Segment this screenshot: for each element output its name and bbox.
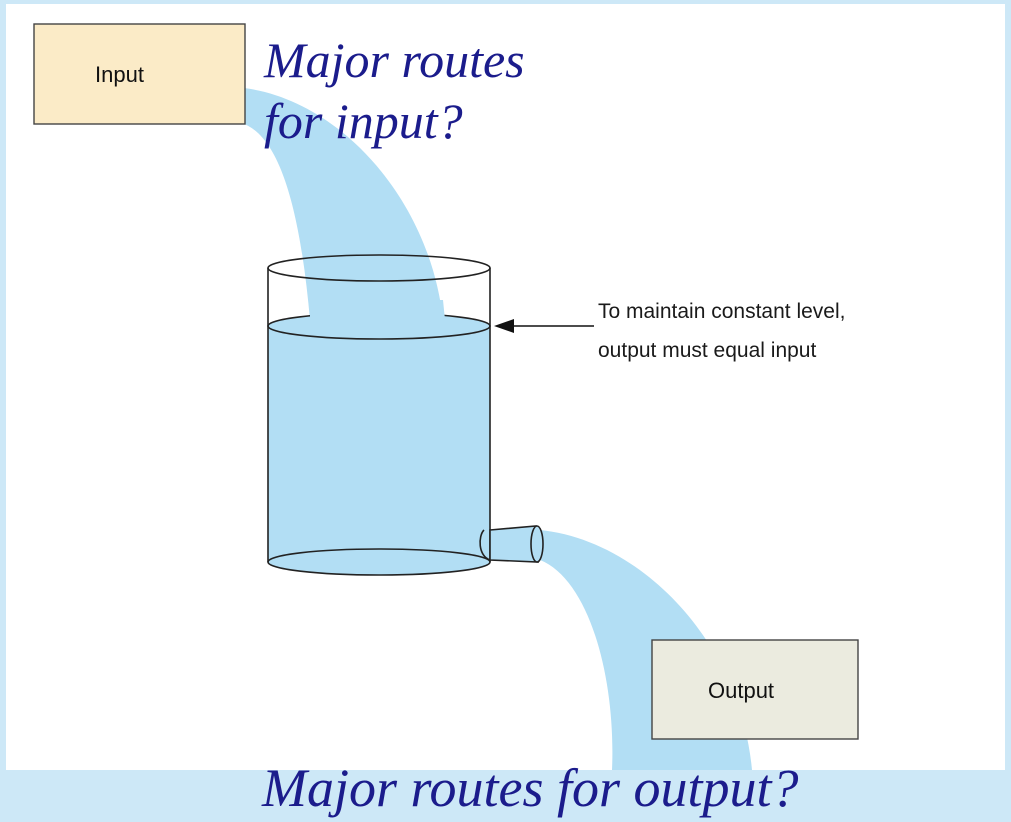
output-question: Major routes for output? <box>261 758 799 818</box>
input-box-label: Input <box>95 62 144 87</box>
tank-water <box>268 326 490 575</box>
spout-opening <box>530 525 544 563</box>
input-question-line-1: Major routes <box>263 32 525 88</box>
input-water-stream <box>244 88 443 320</box>
output-box-label: Output <box>708 678 774 703</box>
annotation-line-1: To maintain constant level, <box>598 300 845 323</box>
input-stream-entry <box>310 300 445 320</box>
annotation-line-2: output must equal input <box>598 339 816 362</box>
input-question-line-2: for input? <box>264 93 463 149</box>
tank-bottom <box>267 548 491 576</box>
spout-inner <box>479 529 491 561</box>
input-box <box>33 23 246 125</box>
level-arrow-head <box>494 319 514 333</box>
output-box <box>651 639 859 740</box>
